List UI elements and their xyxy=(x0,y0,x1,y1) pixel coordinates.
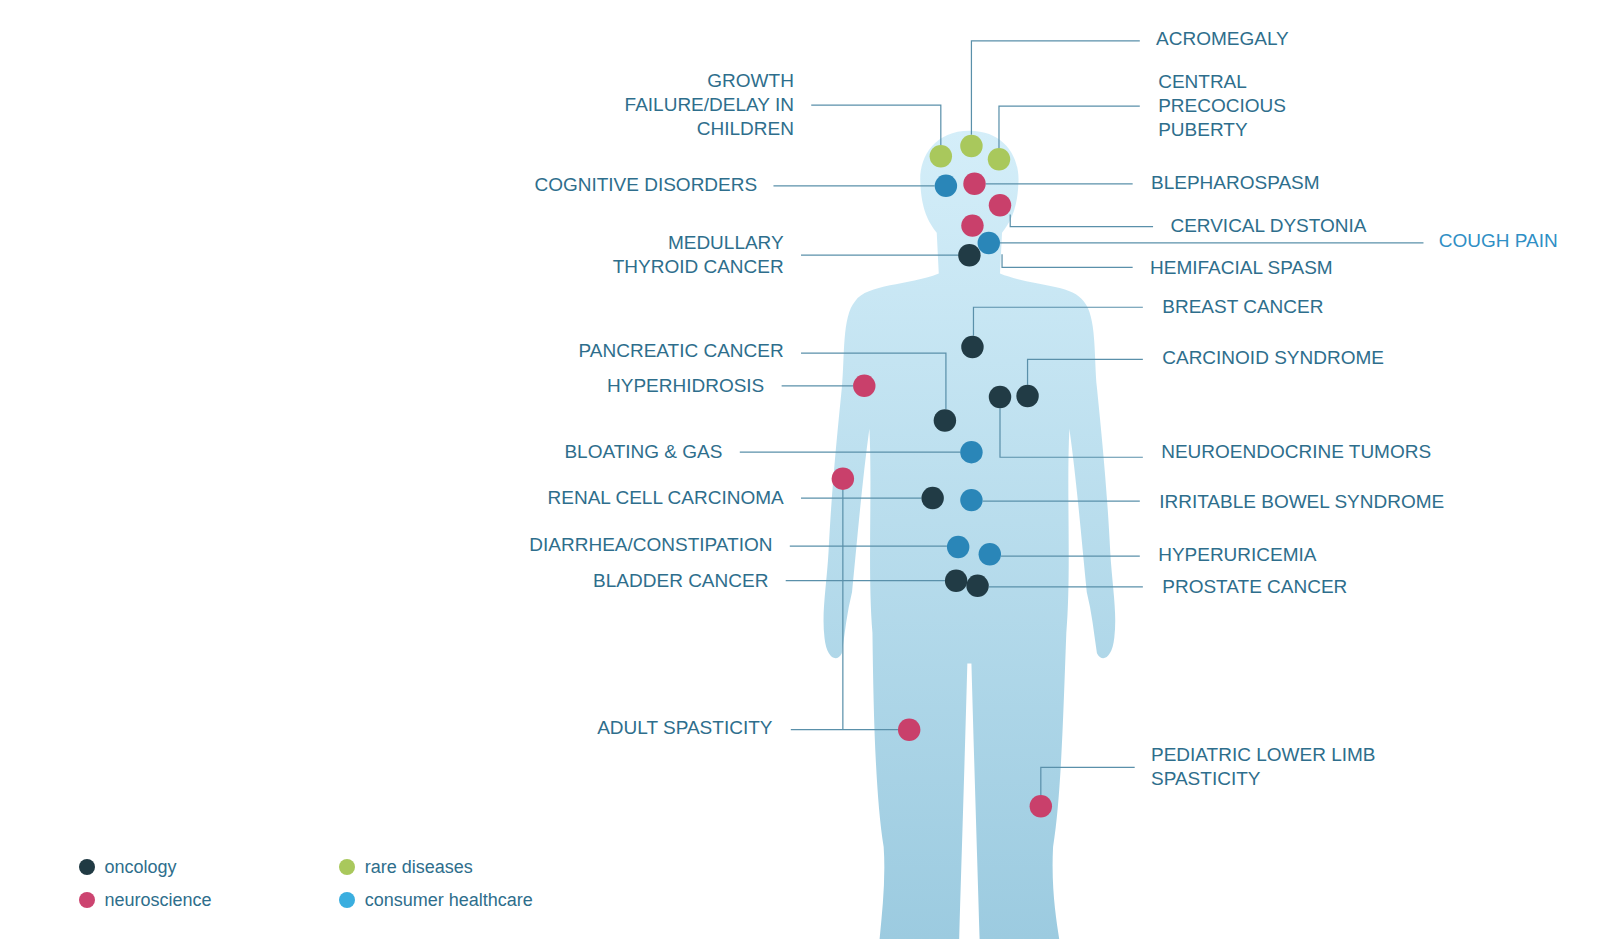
oncology-dots xyxy=(921,244,1038,597)
body-silhouette xyxy=(824,131,1116,939)
legend-entry: neuroscience xyxy=(79,890,212,911)
condition-label: COGNITIVE DISORDERS xyxy=(534,173,757,197)
condition-label: PROSTATE CANCER xyxy=(1162,575,1347,599)
legend-swatch xyxy=(79,859,95,875)
condition-label: HYPERURICEMIA xyxy=(1158,543,1316,567)
condition-label: ADULT SPASTICITY xyxy=(597,716,772,740)
condition-label: NEUROENDOCRINE TUMORS xyxy=(1161,440,1431,464)
condition-label: HEMIFACIAL SPASM xyxy=(1150,256,1333,280)
condition-label: MEDULLARY THYROID CANCER xyxy=(602,231,784,279)
condition-label: CENTRAL PRECOCIOUS PUBERTY xyxy=(1158,70,1298,142)
condition-label: BREAST CANCER xyxy=(1162,295,1323,319)
legend-entry: oncology xyxy=(79,857,177,878)
condition-label: BLADDER CANCER xyxy=(593,569,768,593)
consumer-healthcare-dots xyxy=(935,175,1001,566)
legend-swatch xyxy=(339,859,355,875)
condition-label: IRRITABLE BOWEL SYNDROME xyxy=(1159,490,1444,514)
condition-label: HYPERHIDROSIS xyxy=(607,374,764,398)
rare-disease-dots xyxy=(930,135,1011,171)
legend-entry: consumer healthcare xyxy=(339,890,533,911)
legend-swatch xyxy=(339,892,355,908)
condition-label: BLOATING & GAS xyxy=(564,440,722,464)
condition-label: ACROMEGALY xyxy=(1156,27,1289,51)
legend-swatch xyxy=(79,892,95,908)
condition-label: COUGH PAIN xyxy=(1439,229,1558,253)
condition-label: RENAL CELL CARCINOMA xyxy=(548,486,784,510)
leader-lines xyxy=(740,41,1424,795)
condition-label: CERVICAL DYSTONIA xyxy=(1170,214,1366,238)
legend-text: oncology xyxy=(105,857,177,878)
legend-text: neuroscience xyxy=(105,890,212,911)
condition-label: PEDIATRIC LOWER LIMB SPASTICITY xyxy=(1151,743,1387,791)
legend-text: consumer healthcare xyxy=(365,890,533,911)
condition-label: BLEPHAROSPASM xyxy=(1151,171,1320,195)
condition-label: GROWTH FAILURE/DELAY IN CHILDREN xyxy=(599,69,794,141)
condition-label: CARCINOID SYNDROME xyxy=(1162,346,1384,370)
condition-label: DIARRHEA/CONSTIPATION xyxy=(529,533,772,557)
neuroscience-dots xyxy=(832,173,1052,818)
legend-text: rare diseases xyxy=(365,857,473,878)
condition-label: PANCREATIC CANCER xyxy=(579,339,784,363)
legend-entry: rare diseases xyxy=(339,857,473,878)
